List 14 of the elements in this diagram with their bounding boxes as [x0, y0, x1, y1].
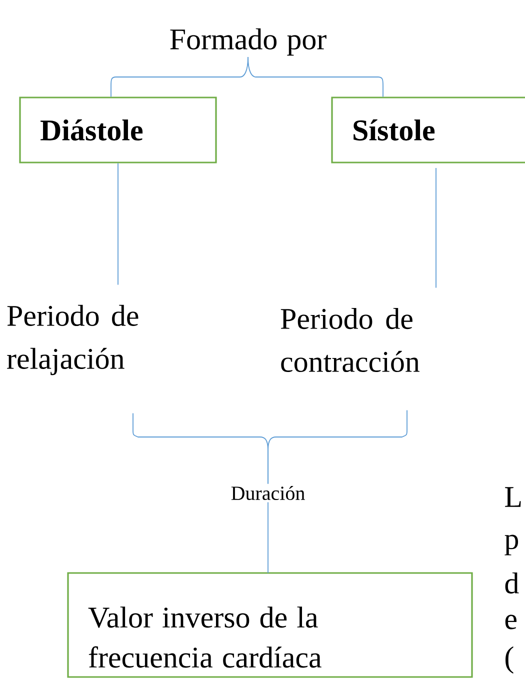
description-text: Periodo de contracción — [280, 308, 420, 372]
cut-text: L — [505, 487, 521, 507]
brace — [248, 56, 384, 98]
cut-text: ( — [506, 646, 514, 674]
bracket-label: Duración — [231, 486, 305, 500]
cut-text: d — [505, 572, 519, 594]
cut-text: p — [504, 534, 518, 556]
brace — [268, 410, 408, 484]
phase-box: Diástole — [19, 96, 217, 164]
phase-box: Sístole — [331, 96, 525, 164]
result-box: Valor inverso de la frecuencia cardíaca — [67, 572, 473, 678]
cut-text: e — [505, 614, 516, 630]
description-text: Periodo de relajación — [7, 304, 138, 376]
bracket-label: Formado por — [170, 28, 326, 56]
